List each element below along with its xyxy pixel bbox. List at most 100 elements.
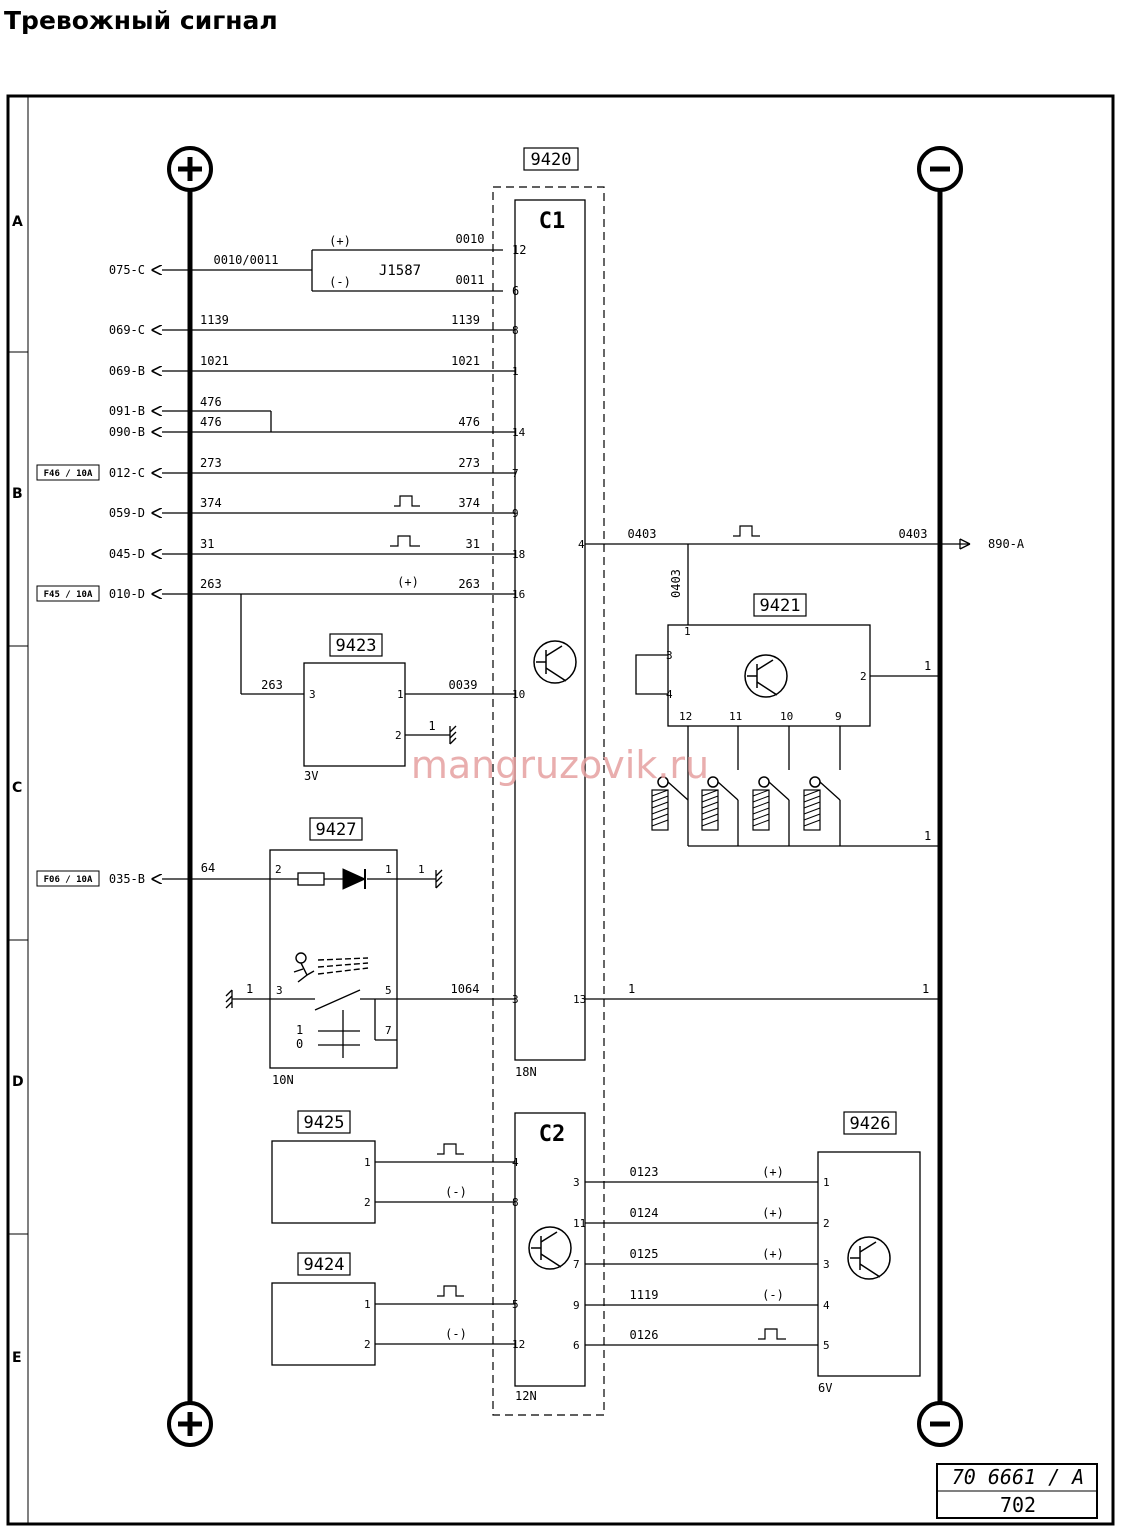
component-9424 — [271, 1282, 376, 1366]
wire-label-right: 263 — [458, 577, 480, 591]
c9426-pin-label: 2 — [823, 1217, 830, 1230]
j1587-neg-mark: (-) — [329, 275, 351, 289]
c9427-pin-1: 1 — [385, 863, 392, 876]
pulse-icon-374 — [394, 495, 420, 507]
wire-label-right: 31 — [466, 537, 480, 551]
c1-pin-label: 14 — [512, 426, 526, 439]
c9427-pins: 10N — [272, 1073, 294, 1087]
j1587-label: J1587 — [379, 263, 421, 279]
c1-pin-label: 16 — [512, 588, 525, 601]
component-9426 — [817, 1151, 921, 1377]
dest-label-091b: 091-B — [109, 404, 145, 418]
c9427-pin-3: 3 — [276, 984, 283, 997]
comp-pin-label: 2 — [364, 1338, 371, 1351]
connector-c2 — [514, 1112, 586, 1387]
transistor-icon-9426 — [847, 1236, 891, 1280]
c9427-pos-0: 0 — [296, 1037, 303, 1051]
dest-label: 045-D — [109, 547, 145, 561]
c9421-pin-2: 2 — [860, 670, 867, 683]
wire-c1-pin13-label: 1 — [628, 982, 635, 996]
wire-0403-left: 0403 — [628, 527, 657, 541]
c1-pin-3: 3 — [512, 993, 519, 1006]
wire-label-left: 1139 — [200, 313, 229, 327]
dest-label: 090-B — [109, 425, 145, 439]
wire-mark: (-) — [445, 1327, 467, 1341]
c2-right-wires: 301231(+)1101242(+)701253(+)911194(-)601… — [573, 1165, 830, 1352]
wire-label-left: 31 — [200, 537, 214, 551]
c9427-led-gnd: 1 — [418, 863, 425, 876]
c9421-pin-11: 11 — [729, 710, 742, 723]
c9423-out-wire: 0039 — [449, 678, 478, 692]
reference-page: 702 — [1000, 1493, 1036, 1517]
c9421-pin-4: 4 — [666, 688, 673, 701]
c2-pin-label: 11 — [573, 1217, 586, 1230]
switch-9421-1 — [651, 776, 689, 831]
watermark: mangruzovik.ru — [411, 743, 709, 787]
c9426-label-box — [843, 1111, 897, 1135]
c2-pin-label: 4 — [512, 1156, 519, 1169]
switch-9421-3 — [752, 776, 790, 831]
c9421-pin-10: 10 — [780, 710, 793, 723]
transistor-icon-9421 — [744, 654, 788, 698]
c1-pin-label: 9 — [512, 507, 519, 520]
transistor-icon-c2 — [528, 1226, 572, 1270]
dest-label-890a: 890-A — [988, 537, 1025, 551]
wire-label-left: 1021 — [200, 354, 229, 368]
c9427-in-wire: 64 — [201, 861, 215, 875]
c9423-label-box — [329, 633, 383, 657]
svg-text:F46 / 10A: F46 / 10A — [44, 469, 93, 479]
dest-label: 010-D — [109, 587, 145, 601]
zone-dividers — [8, 351, 28, 1235]
j1587-junction — [162, 249, 503, 292]
c9421-pin-9: 9 — [835, 710, 842, 723]
pulse-icon-0403 — [733, 525, 760, 537]
emergency-exit-icon — [293, 952, 369, 983]
c1-pin-label: 18 — [512, 548, 525, 561]
c9427-pos-1: 1 — [296, 1023, 303, 1037]
fuse-f06: F06 / 10A — [36, 870, 100, 887]
c9427-label: 9427 — [316, 820, 357, 840]
c2-pin-label: 6 — [573, 1339, 580, 1352]
wire-0403 — [585, 538, 971, 625]
c1-pin-label: 1 — [512, 365, 519, 378]
c9425-label: 9425 — [304, 1113, 345, 1133]
component-9425 — [271, 1140, 376, 1224]
c9423-pin-gnd: 2 — [395, 729, 402, 742]
dest-label: 012-C — [109, 466, 145, 480]
plus-icon-top — [167, 146, 213, 192]
c2-pin-label: 5 — [512, 1298, 519, 1311]
c1-pin-label: 8 — [512, 324, 519, 337]
c9423-in-wire: 263 — [261, 678, 283, 692]
wires-9427 — [162, 869, 515, 1058]
c9421-label: 9421 — [760, 596, 801, 616]
led-icon — [342, 868, 367, 890]
c9421-pin-1: 1 — [684, 625, 691, 638]
dest-label-035b: 035-B — [109, 872, 145, 886]
c1-pin-13: 13 — [573, 993, 586, 1006]
minus-icon-top — [917, 146, 963, 192]
pulse-icon — [437, 1143, 464, 1155]
c9423-pin-in: 3 — [309, 688, 316, 701]
wires-9423 — [240, 594, 515, 745]
dest-label: 069-B — [109, 364, 145, 378]
wire-045-d: 31 31 045-D 18 — [109, 537, 525, 561]
fuse-f45: F45 / 10A — [36, 585, 100, 602]
wire-label-left: 374 — [200, 496, 222, 510]
c9427-pin-5: 5 — [385, 984, 392, 997]
svg-text:F45 / 10A: F45 / 10A — [44, 590, 93, 600]
c9426-pin-label: 3 — [823, 1258, 830, 1271]
c9427-sw-gnd: 1 — [246, 982, 253, 996]
j1587-pos-mark: (+) — [329, 234, 351, 248]
zone-label-e: E — [12, 1350, 22, 1366]
comp-pin-label: 2 — [364, 1196, 371, 1209]
switch-9421-4 — [803, 776, 841, 831]
wire-label-091b: 476 — [200, 395, 222, 409]
reference-code: 70 6661 / A — [952, 1465, 1084, 1489]
connector-c1-label: C1 — [539, 209, 566, 234]
